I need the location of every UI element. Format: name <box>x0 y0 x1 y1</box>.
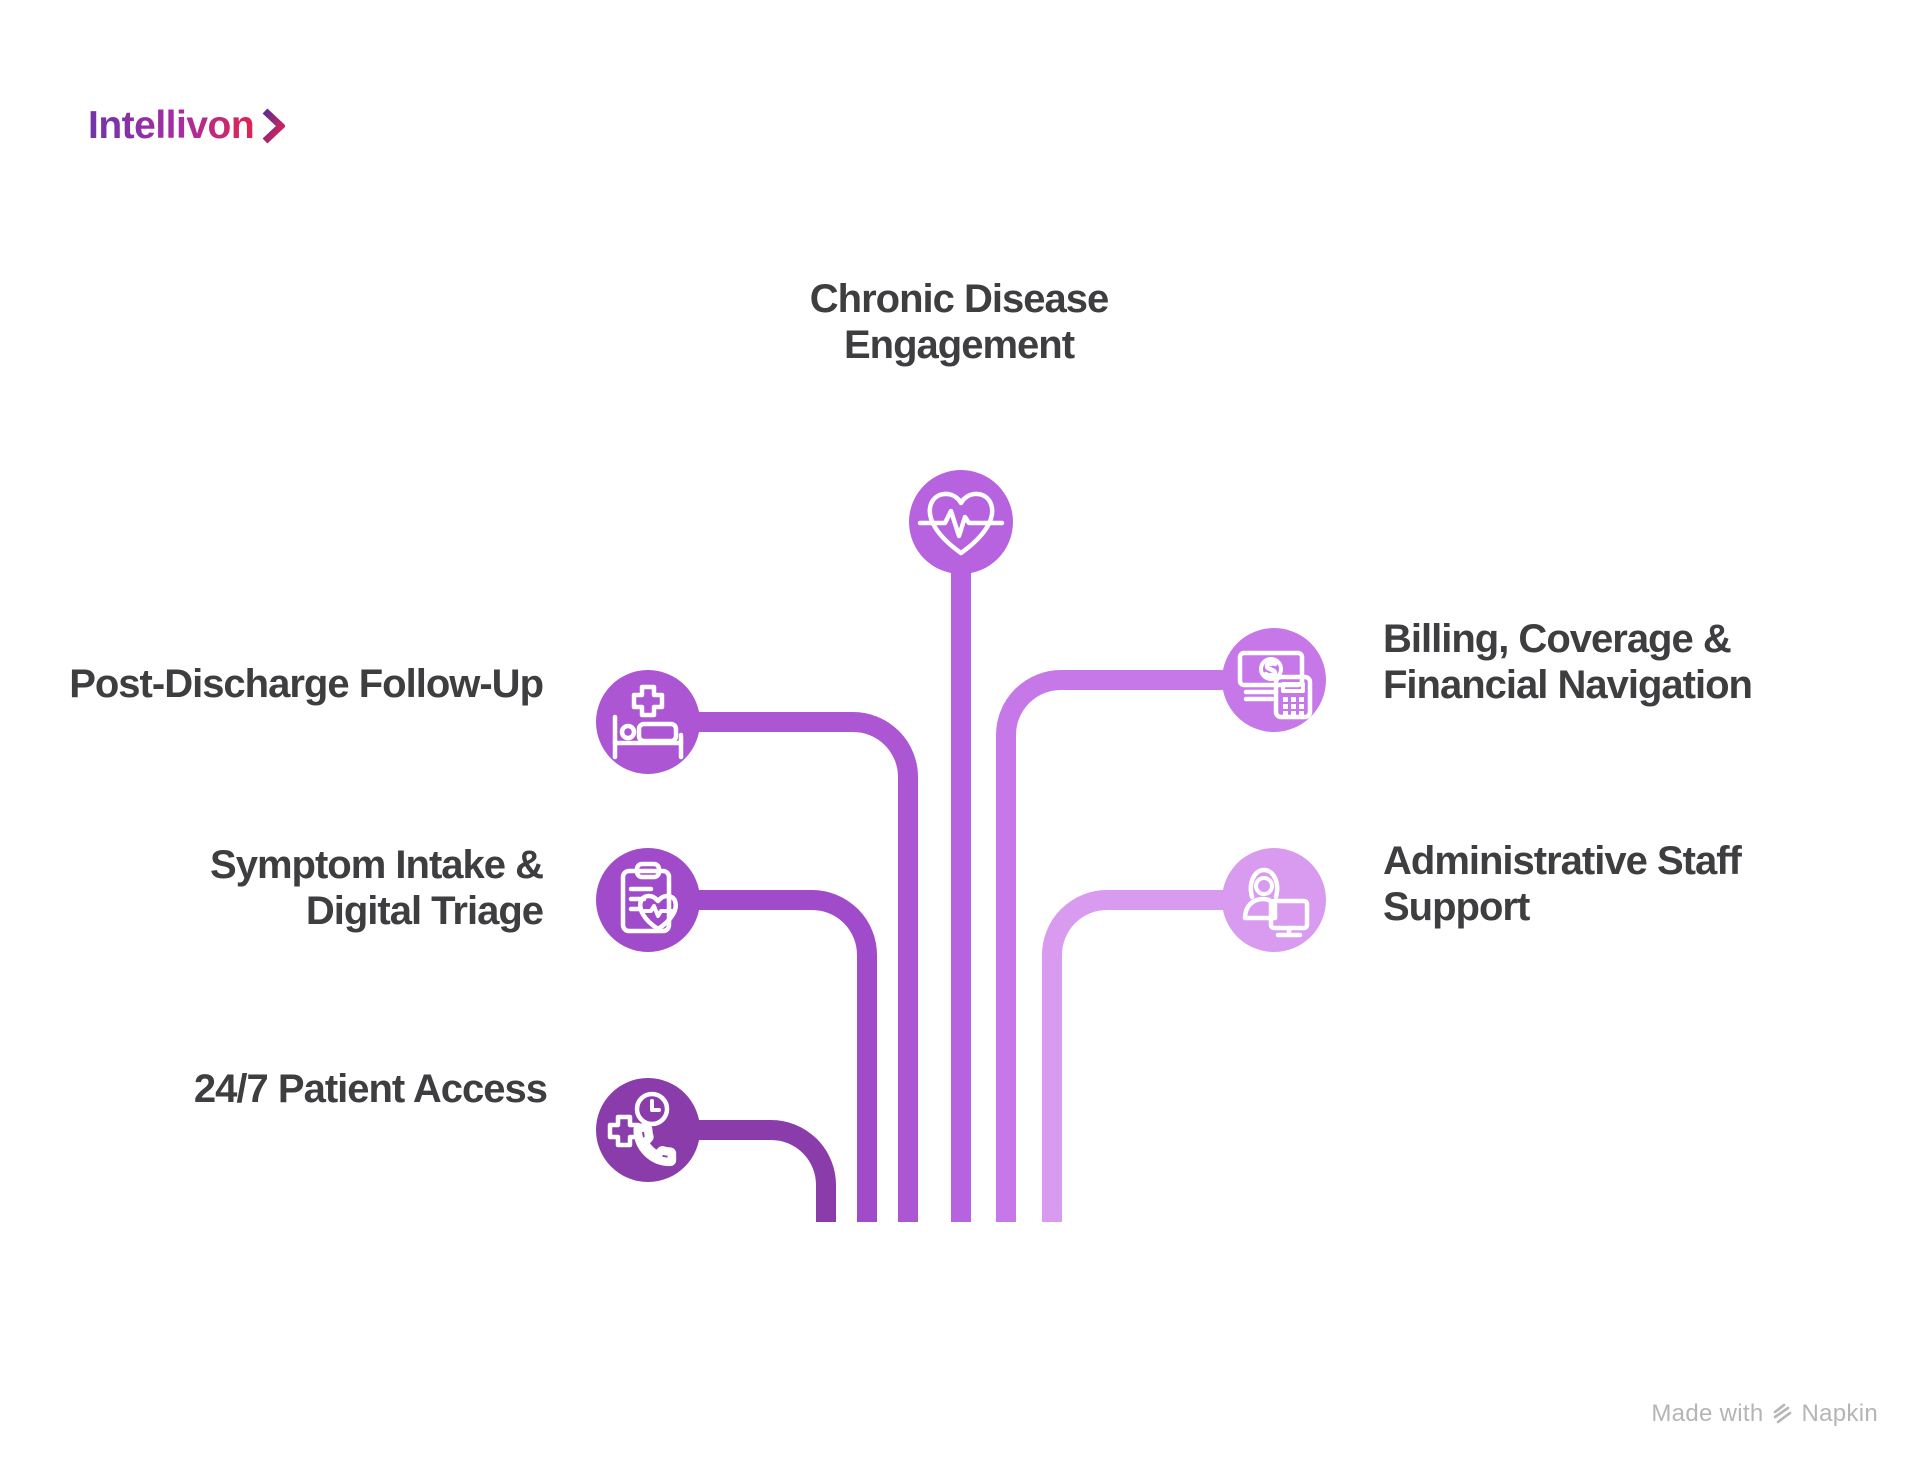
clipboard-heart-icon <box>596 848 700 952</box>
made-with-napkin: Made with Napkin <box>1651 1400 1878 1428</box>
connector-administrative-support <box>1042 890 1274 1222</box>
label-line: Financial Navigation <box>1383 663 1753 707</box>
label-24-7-patient-access: 24/7 Patient Access <box>193 1066 548 1112</box>
connector-24-7-patient-access <box>648 1120 836 1222</box>
label-line: Administrative Staff <box>1383 839 1742 883</box>
label-line: Chronic Disease <box>809 277 1109 321</box>
label-line: Support <box>1383 885 1530 929</box>
person-monitor-icon <box>1222 848 1326 952</box>
label-post-discharge-follow-up: Post-Discharge Follow-Up <box>69 661 544 707</box>
money-calculator-icon <box>1222 628 1326 732</box>
label-chronic-disease-engagement: Chronic Disease Engagement <box>809 276 1109 368</box>
label-line: Digital Triage <box>305 889 544 933</box>
intellivon-logo-text: Intellivon <box>88 104 255 147</box>
label-line: Symptom Intake & <box>210 843 544 887</box>
chevron-right-icon <box>262 108 286 144</box>
footer-prefix-text: Made with <box>1651 1400 1764 1427</box>
label-billing-coverage-financial-navigation: Billing, Coverage & Financial Navigation <box>1383 616 1753 708</box>
connector-billing-coverage <box>996 670 1274 1222</box>
napkin-logo-icon <box>1774 1403 1792 1424</box>
label-line: Post-Discharge Follow-Up <box>69 662 544 706</box>
label-line: Engagement <box>843 323 1075 367</box>
intellivon-logo: Intellivon <box>88 104 286 148</box>
label-line: 24/7 Patient Access <box>193 1067 548 1111</box>
connector-post-discharge <box>648 712 918 1222</box>
phone-clock-cross-icon <box>596 1078 700 1182</box>
heart-pulse-icon <box>909 470 1013 574</box>
label-administrative-staff-support: Administrative Staff Support <box>1383 838 1742 930</box>
footer-brand-text: Napkin <box>1801 1400 1878 1427</box>
label-symptom-intake-digital-triage: Symptom Intake & Digital Triage <box>210 842 544 934</box>
connector-symptom-intake <box>648 890 877 1222</box>
label-line: Billing, Coverage & <box>1383 617 1732 661</box>
hospital-bed-cross-icon <box>596 670 700 774</box>
